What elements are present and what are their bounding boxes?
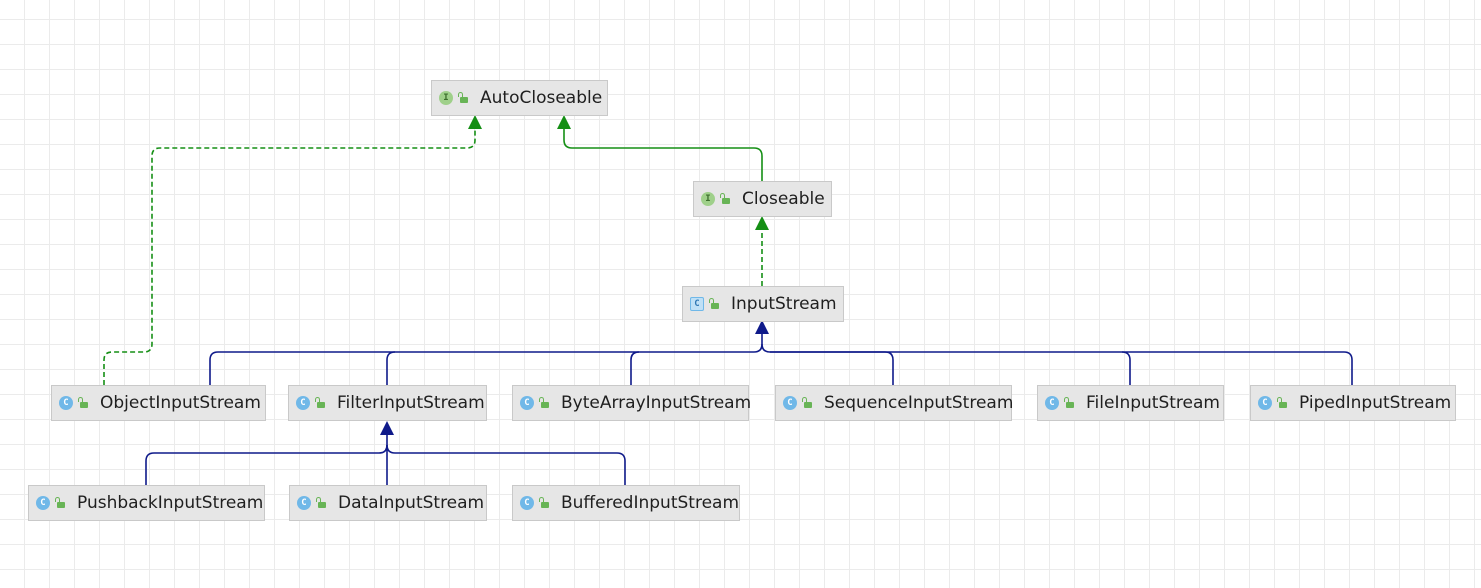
edge-filterinputstream-inputstream xyxy=(386,351,396,385)
node-label: FileInputStream xyxy=(1086,393,1220,413)
class-icon: C xyxy=(36,496,50,510)
edge-bufferedinputstream-filterinputstream xyxy=(386,444,626,485)
node-label: PushbackInputStream xyxy=(77,493,264,513)
node-objectinputstream[interactable]: C ObjectInputStream xyxy=(51,385,266,421)
node-label: DataInputStream xyxy=(338,493,485,513)
node-filterinputstream[interactable]: C FilterInputStream xyxy=(288,385,487,421)
node-inputstream[interactable]: C InputStream xyxy=(682,286,844,322)
node-label: ByteArrayInputStream xyxy=(561,393,752,413)
unlock-icon xyxy=(720,193,730,205)
node-label: Closeable xyxy=(742,189,825,209)
node-pipedinputstream[interactable]: C PipedInputStream xyxy=(1250,385,1456,421)
class-icon: C xyxy=(520,496,534,510)
node-bytearrayinputstream[interactable]: C ByteArrayInputStream xyxy=(512,385,752,421)
edge-pipedinputstream-inputstream xyxy=(770,351,1353,385)
class-icon: C xyxy=(296,396,310,410)
unlock-icon xyxy=(802,397,812,409)
interface-icon: I xyxy=(439,91,453,105)
node-fileinputstream[interactable]: C FileInputStream xyxy=(1037,385,1224,421)
node-label: AutoCloseable xyxy=(480,88,603,108)
unlock-icon xyxy=(78,397,88,409)
unlock-icon xyxy=(539,497,549,509)
node-label: FilterInputStream xyxy=(337,393,485,413)
unlock-icon xyxy=(458,92,468,104)
unlock-icon xyxy=(316,497,326,509)
edge-objectinputstream-inputstream xyxy=(209,343,763,385)
arrowhead-filterinputstream xyxy=(380,421,394,435)
edge-closeable-autocloseable xyxy=(563,128,763,181)
node-pushbackinputstream[interactable]: C PushbackInputStream xyxy=(28,485,265,521)
unlock-icon xyxy=(1064,397,1074,409)
unlock-icon xyxy=(55,497,65,509)
node-label: SequenceInputStream xyxy=(824,393,1014,413)
class-icon: C xyxy=(783,396,797,410)
unlock-icon xyxy=(1277,397,1287,409)
arrowhead-autocloseable-right xyxy=(557,115,571,129)
class-icon: C xyxy=(520,396,534,410)
edge-bytearrayinputstream-inputstream xyxy=(630,351,640,385)
edge-objectinputstream-autocloseable xyxy=(103,128,476,385)
class-icon: C xyxy=(59,396,73,410)
unlock-icon xyxy=(315,397,325,409)
class-icon: C xyxy=(297,496,311,510)
interface-icon: I xyxy=(701,192,715,206)
node-label: ObjectInputStream xyxy=(100,393,261,413)
class-icon: C xyxy=(1045,396,1059,410)
arrowhead-autocloseable-left xyxy=(468,115,482,129)
arrowhead-closeable xyxy=(755,216,769,230)
node-datainputstream[interactable]: C DataInputStream xyxy=(289,485,487,521)
node-label: PipedInputStream xyxy=(1299,393,1452,413)
node-label: InputStream xyxy=(731,294,837,314)
node-bufferedinputstream[interactable]: C BufferedInputStream xyxy=(512,485,740,521)
edge-fileinputstream-inputstream xyxy=(1121,351,1131,385)
node-closeable[interactable]: I Closeable xyxy=(693,181,832,217)
edge-sequenceinputstream-inputstream xyxy=(761,343,894,385)
node-sequenceinputstream[interactable]: C SequenceInputStream xyxy=(775,385,1014,421)
node-autocloseable[interactable]: I AutoCloseable xyxy=(431,80,608,116)
edge-pushbackinputstream-filterinputstream xyxy=(145,444,388,485)
class-icon: C xyxy=(1258,396,1272,410)
unlock-icon xyxy=(539,397,549,409)
arrowhead-inputstream xyxy=(755,320,769,334)
node-label: BufferedInputStream xyxy=(561,493,740,513)
unlock-icon xyxy=(709,298,719,310)
abstract-class-icon: C xyxy=(690,297,704,311)
